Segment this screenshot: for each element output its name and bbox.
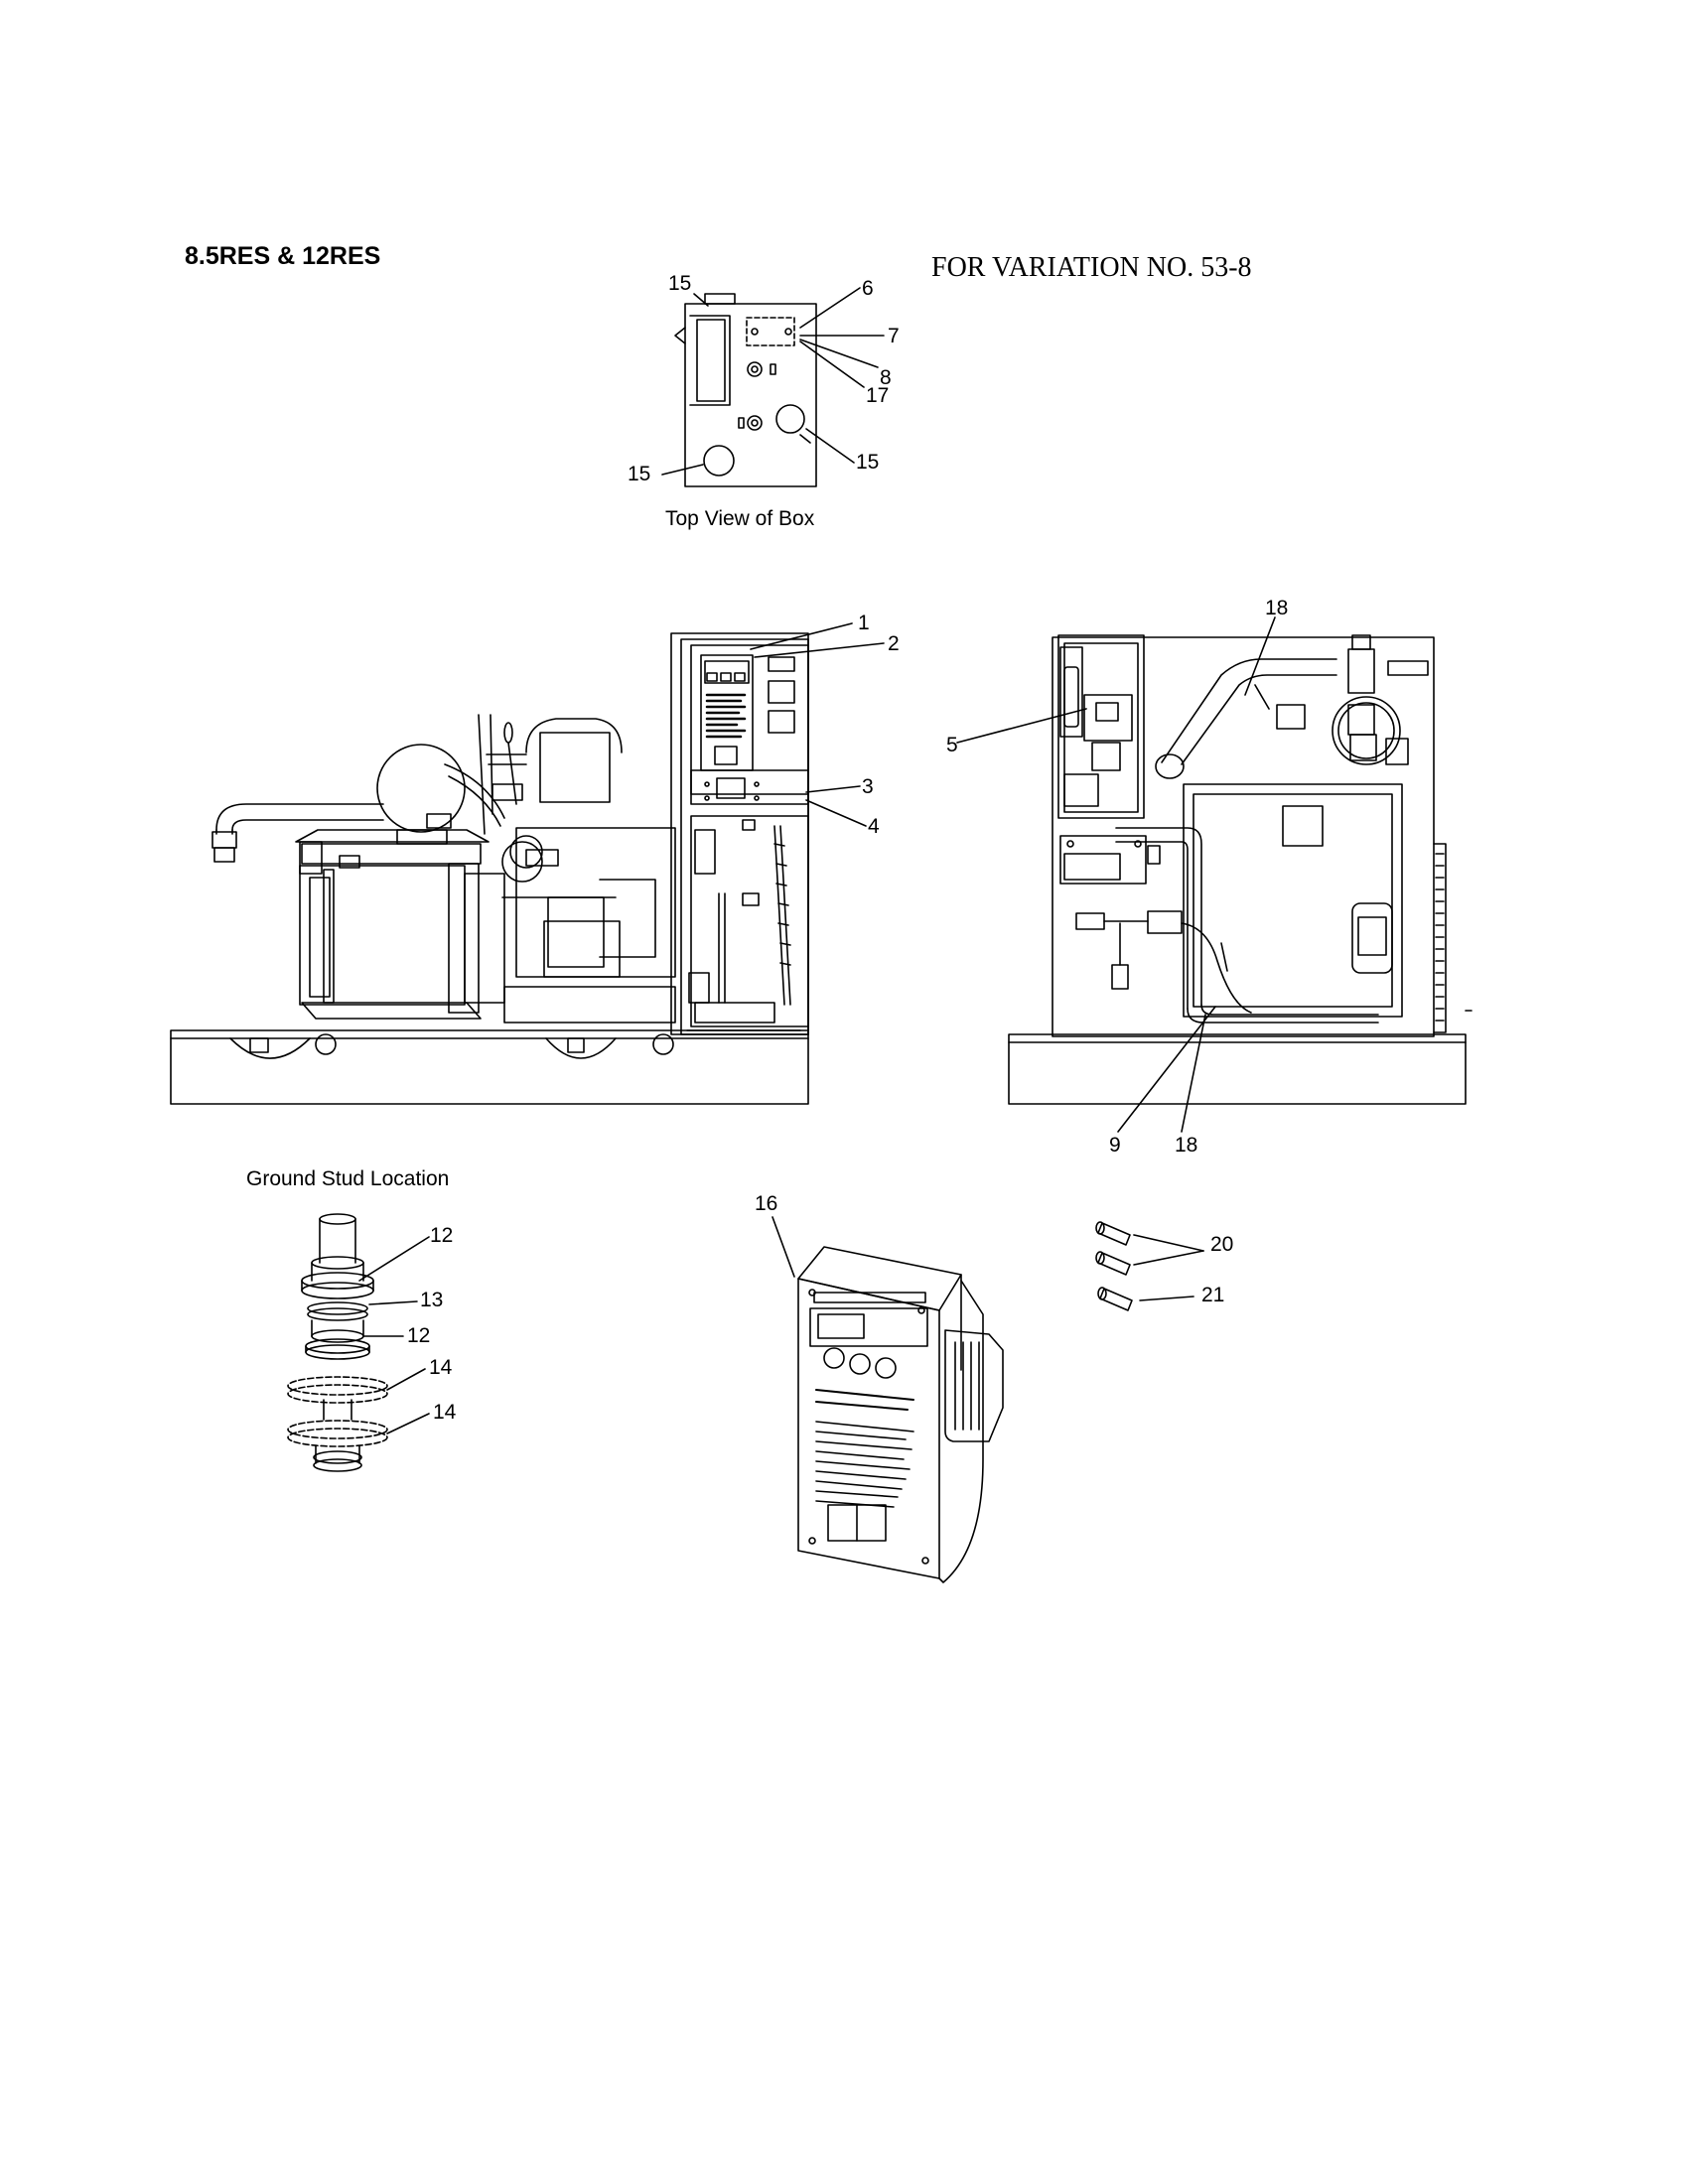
callout-20: 20 [1210,1233,1234,1256]
front-view-leaders [751,623,884,826]
callout-7: 7 [888,325,900,347]
callout-8: 8 [880,366,892,389]
callout-3: 3 [862,775,874,798]
generator-front-view [171,633,808,1104]
callout-12-upper: 12 [430,1224,454,1247]
callout-18-lower: 18 [1175,1134,1198,1157]
callout-6: 6 [862,277,874,300]
top-view-of-box [675,294,816,486]
callout-13: 13 [420,1289,444,1311]
callout-21: 21 [1201,1284,1225,1306]
callout-15-top: 15 [668,272,692,295]
ground-stud-caption: Ground Stud Location [246,1167,450,1190]
callout-5: 5 [946,734,958,756]
callout-12-lower: 12 [407,1324,431,1347]
generator-rear-view [1009,635,1466,1104]
ground-stud-leaders [359,1237,429,1433]
controller-leader [772,1217,794,1277]
callout-15-right: 15 [856,451,880,474]
ground-stud-assembly [288,1214,387,1471]
callout-2: 2 [888,632,900,655]
callout-9: 9 [1109,1134,1121,1157]
callout-14-lower: 14 [433,1401,457,1424]
top-view-leaders [662,288,884,475]
fuse-leaders [1134,1235,1203,1300]
callout-16: 16 [755,1192,778,1215]
callout-17: 17 [866,384,890,407]
callout-18-upper: 18 [1265,597,1289,619]
rear-view-leaders [957,617,1275,1132]
callout-14-upper: 14 [429,1356,453,1379]
model-title: 8.5RES & 12RES [185,242,381,270]
fuses [1096,1222,1132,1310]
controller-panel [798,1247,1003,1582]
callout-15-left: 15 [628,463,651,485]
variation-number: FOR VARIATION NO. 53-8 [931,252,1252,283]
top-view-caption: Top View of Box [665,507,815,530]
callout-1: 1 [858,612,870,634]
callout-4: 4 [868,815,880,838]
